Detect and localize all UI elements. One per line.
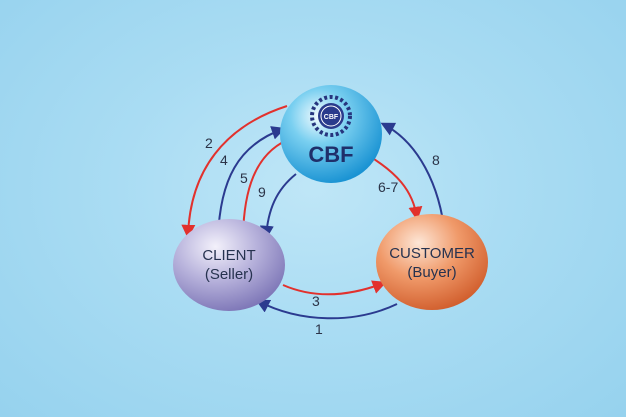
step-label-5: 5: [240, 170, 248, 186]
client-sublabel: (Seller): [205, 266, 253, 283]
cbf-logo-text: CBF: [324, 114, 339, 121]
arrow-6-7: [365, 153, 423, 221]
client-node: CLIENT (Seller): [173, 219, 285, 311]
step-label-4: 4: [220, 152, 228, 168]
customer-sublabel: (Buyer): [407, 264, 456, 281]
step-label-3: 3: [312, 293, 320, 309]
cbf-logo-icon: CBF: [310, 95, 352, 137]
arrow-3: [282, 280, 387, 296]
client-label: CLIENT: [202, 247, 255, 264]
cbf-title: CBF: [308, 142, 353, 167]
step-label-2: 2: [205, 135, 213, 151]
customer-node: CUSTOMER (Buyer): [376, 214, 488, 310]
step-label-8: 8: [432, 152, 440, 168]
cbf-node: CBF CBF: [280, 85, 382, 183]
customer-label: CUSTOMER: [389, 245, 475, 262]
step-label-1: 1: [315, 321, 323, 337]
arrow-2: [181, 105, 288, 239]
arrow-4: [217, 126, 286, 239]
step-label-6-7: 6-7: [378, 179, 398, 195]
arrow-9: [259, 173, 297, 240]
step-label-9: 9: [258, 184, 266, 200]
arrow-1: [255, 299, 398, 320]
